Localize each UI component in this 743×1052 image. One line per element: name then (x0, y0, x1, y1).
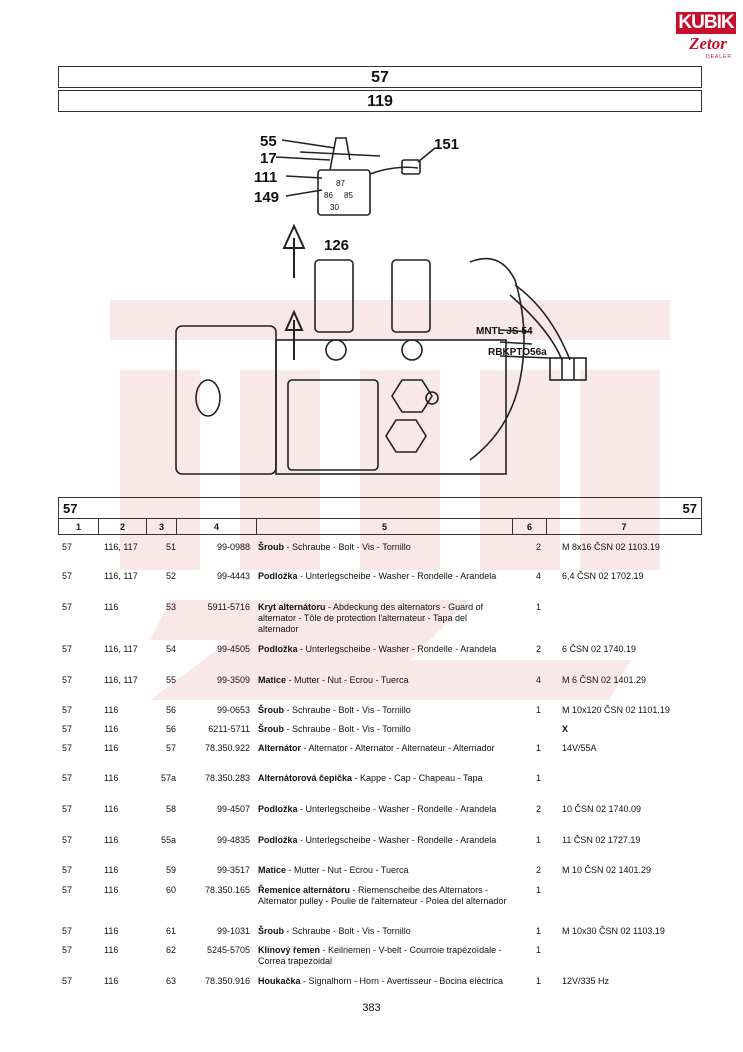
alternator-diagram: 55 17 111 149 151 126 87 86 85 30 MNTL J… (175, 133, 587, 475)
logo-brand: KUBIK (676, 12, 736, 34)
callout-149: 149 (254, 189, 279, 206)
column-header: 1 (59, 519, 99, 535)
connector-label-top: MNTL JS 54 (476, 326, 533, 337)
brand-logo: KUBIK Zetor DEALER (676, 12, 736, 64)
column-header: 3 (147, 519, 177, 535)
connector-label-bottom: RBKPTO56a (488, 347, 547, 358)
column-header: 6 (513, 519, 547, 535)
figure-number: 119 (367, 93, 393, 110)
relay-pin-87: 87 (336, 179, 345, 188)
callout-17: 17 (260, 150, 277, 167)
column-header: 4 (177, 519, 257, 535)
page-number: 383 (362, 1002, 381, 1014)
callout-55: 55 (260, 133, 277, 150)
logo-tag: DEALER (706, 54, 733, 60)
relay-wire (369, 166, 419, 175)
relay-box (317, 169, 371, 216)
relay-pin-30: 30 (330, 203, 339, 212)
group-number: 57 (371, 69, 389, 86)
table-group-right: 57 (682, 501, 697, 516)
column-header: 7 (621, 522, 627, 532)
figure-number-box: 119 (58, 90, 702, 112)
relay-pin-86: 86 (324, 191, 333, 200)
table-group-left: 57 (63, 501, 78, 516)
column-header: 2 (99, 519, 147, 535)
relay-pin-85: 85 (344, 191, 353, 200)
callout-151: 151 (434, 136, 459, 153)
logo-sub: Zetor (689, 34, 727, 53)
callout-126: 126 (324, 237, 349, 254)
column-header: 5 (257, 519, 513, 535)
group-number-box: 57 (58, 66, 702, 88)
callout-111: 111 (254, 169, 277, 186)
parts-table-header: 57 57 1 2 3 4 5 6 7 (58, 497, 702, 535)
